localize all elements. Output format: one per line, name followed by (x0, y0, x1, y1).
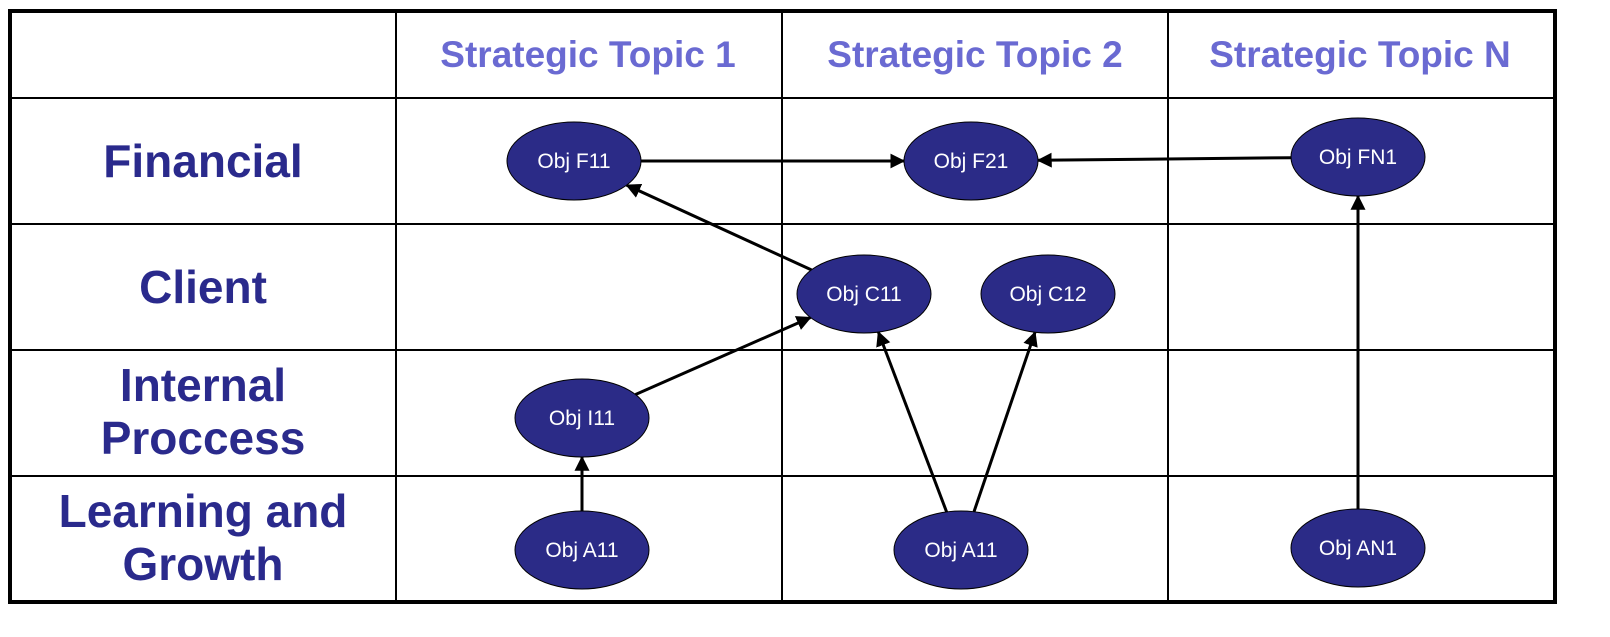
link-arrow-a11b-to-c11 (876, 330, 949, 513)
objective-label: Obj FN1 (1319, 146, 1397, 169)
objective-node-a11-topic-1: Obj A11 (514, 510, 650, 590)
row-header-internal-line-2: Proccess (101, 412, 306, 464)
objective-label: Obj A11 (545, 539, 618, 562)
objective-label: Obj C11 (826, 283, 901, 306)
objective-label: Obj F11 (537, 150, 610, 173)
objective-nodes: Obj F11 Obj F21 Obj FN1 Obj C11 Obj C12 … (506, 117, 1426, 590)
objective-label: Obj A11 (924, 539, 997, 562)
row-header-client: Client (139, 261, 267, 313)
matrix-grid (8, 9, 1557, 604)
objective-label: Obj F21 (934, 150, 1009, 173)
row-header-learning-line-1: Learning and (59, 485, 348, 537)
row-headers: Financial Client Internal Proccess Learn… (59, 135, 348, 590)
link-arrow-a11b-to-c12 (972, 331, 1038, 513)
link-arrow-i11-to-c11 (634, 316, 812, 396)
objective-node-fn1: Obj FN1 (1290, 117, 1426, 197)
link-arrow-c11-to-f11 (625, 183, 813, 272)
link-arrow-fn1-to-f21 (1036, 152, 1292, 168)
objective-node-i11: Obj I11 (514, 378, 650, 458)
objective-node-f21: Obj F21 (903, 121, 1039, 201)
objective-node-c11: Obj C11 (796, 254, 932, 334)
objective-node-a11-topic-2: Obj A11 (893, 510, 1029, 590)
column-header-topic-1: Strategic Topic 1 (440, 34, 735, 75)
row-header-financial: Financial (103, 135, 302, 187)
column-header-topic-2: Strategic Topic 2 (827, 34, 1122, 75)
objective-node-an1: Obj AN1 (1290, 508, 1426, 588)
objective-node-f11: Obj F11 (506, 121, 642, 201)
objective-label: Obj C12 (1009, 283, 1086, 306)
objective-node-c12: Obj C12 (980, 254, 1116, 334)
row-header-learning-line-2: Growth (123, 538, 284, 590)
column-header-topic-n: Strategic Topic N (1209, 34, 1511, 75)
objective-label: Obj I11 (549, 407, 615, 430)
objective-label: Obj AN1 (1319, 537, 1397, 560)
objective-links (574, 152, 1366, 513)
column-headers: Strategic Topic 1 Strategic Topic 2 Stra… (440, 34, 1510, 75)
row-header-internal-line-1: Internal (120, 359, 286, 411)
